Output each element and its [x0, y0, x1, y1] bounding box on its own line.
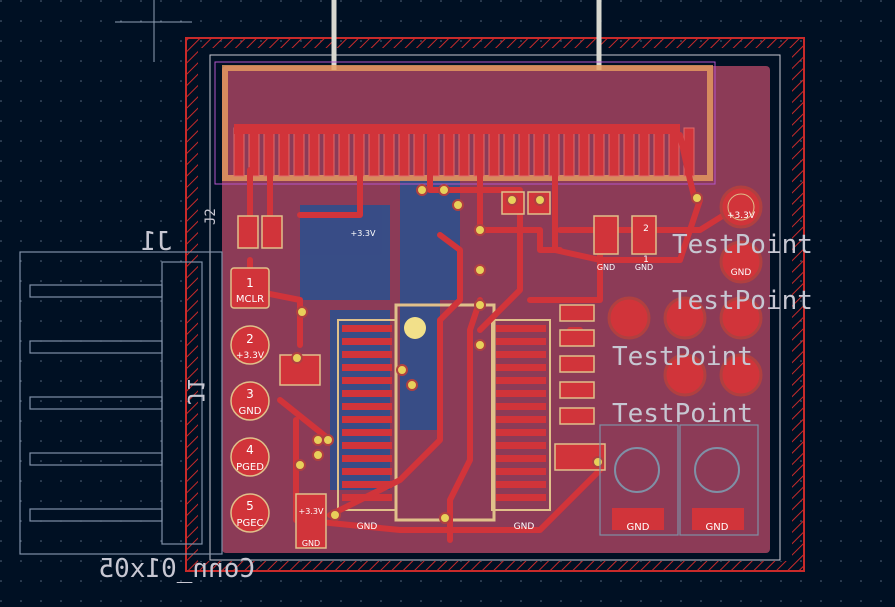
testpoint-grid: +3.3V GND	[607, 185, 763, 397]
smd-3v3-2: +3.3V	[299, 507, 324, 516]
vias	[291, 184, 703, 524]
j1-pin-1-name: MCLR	[236, 294, 264, 305]
module-top-trace	[234, 124, 680, 134]
smd-num-2: 2	[643, 224, 649, 234]
j1-pin-2-name: +3.3V	[236, 351, 265, 361]
testpoint-label-1: TestPoint	[672, 230, 813, 260]
switch-reset-gnd: GND	[706, 522, 729, 533]
testpoint-gnd-1[interactable]: GND	[719, 240, 763, 284]
j1-pin-5-num: 5	[246, 499, 254, 513]
j1-pin-3-num: 3	[246, 387, 254, 401]
ic-right[interactable]	[491, 319, 551, 511]
j1-pin-1[interactable]: 1 MCLR	[230, 267, 270, 309]
testpoint-r1-3[interactable]	[719, 296, 763, 340]
j1-ref-top: J1	[141, 227, 172, 257]
j1-pin-3-name: GND	[239, 406, 262, 417]
smd-num-1: 1	[643, 255, 649, 265]
testpoint-r1-1[interactable]	[607, 296, 651, 340]
j1-pin-4-name: PGED	[236, 462, 264, 473]
edge-lines	[331, 0, 602, 70]
testpoint-r2-2[interactable]	[719, 353, 763, 397]
connector-j1-body	[19, 251, 223, 555]
switch-reset[interactable]: GND	[679, 424, 759, 536]
j1-pin-3[interactable]: 3 GND	[230, 381, 270, 421]
origin-crosshair	[115, 0, 192, 62]
smd-gnd-2: GND	[635, 263, 653, 272]
j1-value: Conn_01x05	[98, 554, 255, 584]
j1-pin-4-num: 4	[246, 443, 254, 457]
testpoint-3v3-label: +3.3V	[727, 211, 756, 221]
smd-3v3-1: +3.3V	[351, 229, 376, 238]
j1-pin-2-num: 2	[246, 332, 254, 346]
switch-start-gnd: GND	[627, 522, 650, 533]
smd-gnd-1: GND	[597, 263, 615, 272]
pin1-marker	[404, 317, 426, 339]
switch-start[interactable]: GND	[599, 424, 679, 536]
testpoint-r1-2[interactable]	[663, 296, 707, 340]
testpoint-label-2: TestPoint	[672, 286, 813, 316]
connector-j1-pins: 1 MCLR 2 +3.3V 3 GND 4 PGED 5 PGEC	[230, 267, 270, 533]
j1-pin-5-name: PGEC	[236, 518, 263, 529]
testpoint-gnd-1-label: GND	[731, 268, 752, 278]
module-pads[interactable]	[233, 127, 695, 177]
j1-ref-side: J1	[182, 379, 207, 406]
testpoint-label-4: TestPoint	[612, 399, 753, 429]
module-outline	[222, 65, 713, 181]
j1-pin-1-num: 1	[246, 276, 254, 290]
smd-gnd-3: GND	[302, 539, 320, 548]
j1-pin-4[interactable]: 4 PGED	[230, 437, 270, 477]
j1-pin-5[interactable]: 5 PGEC	[230, 493, 270, 533]
j1-pin-2[interactable]: 2 +3.3V	[230, 325, 270, 365]
board-courtyard	[209, 54, 781, 561]
ic-right-gnd: GND	[514, 522, 535, 532]
testpoint-label-3: TestPoint	[612, 342, 753, 372]
testpoint-3v3[interactable]: +3.3V	[719, 185, 763, 229]
ic-left-gnd: GND	[357, 522, 378, 532]
module-courtyard	[214, 61, 716, 185]
left-fragment-ref: J2	[203, 208, 219, 225]
testpoint-r2-1[interactable]	[663, 353, 707, 397]
